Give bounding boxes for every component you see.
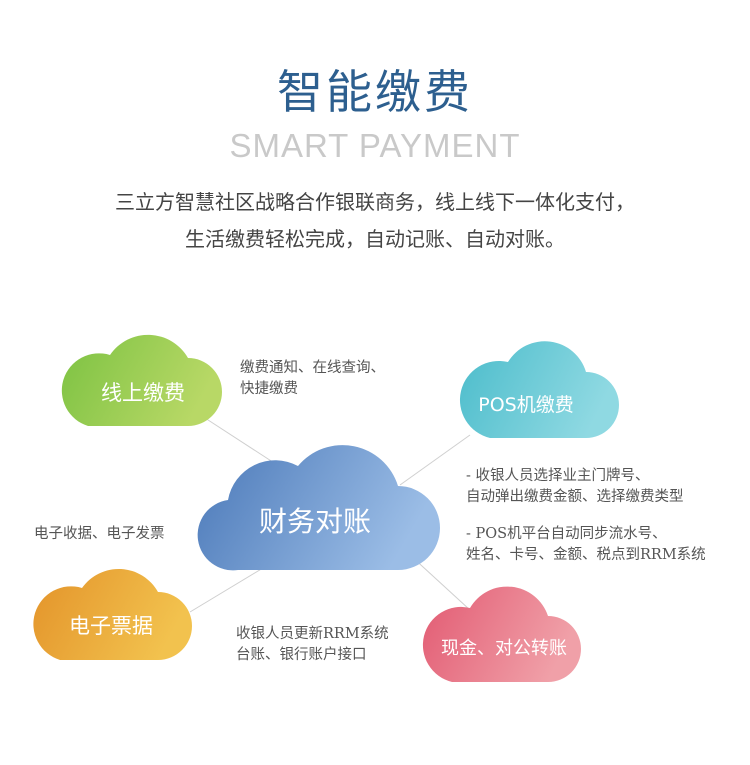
note-online: 缴费通知、在线查询、 快捷缴费 [240,358,385,400]
note-pos-item-1: - 收银人员选择业主门牌号、 自动弹出缴费金额、选择缴费类型 [466,466,684,508]
note-cash: 收银人员更新RRM系统 台账、银行账户接口 [236,624,389,666]
cloud-invoice: 电子票据 [33,568,193,660]
page-subtitle: SMART PAYMENT [229,127,521,164]
note-pos-item-2-line-1: - POS机平台自动同步流水号、 [466,526,667,542]
note-invoice: 电子收据、电子发票 [34,524,165,545]
connector-pos [399,434,471,486]
cloud-cash-shape [422,586,581,682]
note-cash-line-1: 收银人员更新RRM系统 [236,626,389,642]
cloud-pos: POS机缴费 [459,341,619,438]
cloud-online: 线上缴费 [61,334,223,426]
cloud-center-shape [197,445,440,571]
cloud-pos-shape [459,341,619,438]
note-online-line-2: 快捷缴费 [240,381,298,397]
cloud-cash-label: 现金、对公转账 [441,638,567,659]
cloud-center-label: 财务对账 [259,505,371,538]
connector-cash [409,554,471,611]
connector-invoice [189,564,269,613]
cloud-cash: 现金、对公转账 [422,586,581,682]
cloud-online-shape [61,334,223,426]
description-line-2: 生活缴费轻松完成，自动记账、自动对账。 [185,227,565,251]
connector-lines [189,417,471,613]
description-line-1: 三立方智慧社区战略合作银联商务，线上线下一体化支付， [115,190,635,214]
note-invoice-line-1: 电子收据、电子发票 [34,526,165,542]
cloud-invoice-shape [33,568,193,660]
note-pos-item-1-line-1: - 收银人员选择业主门牌号、 [466,468,650,484]
cloud-online-label: 线上缴费 [101,381,185,405]
note-pos-item-2-line-2: 姓名、卡号、金额、税点到RRM系统 [466,547,706,563]
cloud-invoice-label: 电子票据 [69,614,153,638]
cloud-pos-label: POS机缴费 [478,394,573,416]
note-online-line-1: 缴费通知、在线查询、 [240,360,385,376]
page-title: 智能缴费 [277,65,473,119]
note-pos-item-1-line-2: 自动弹出缴费金额、选择缴费类型 [466,489,684,505]
connector-online [204,417,283,469]
note-pos-item-2: - POS机平台自动同步流水号、 姓名、卡号、金额、税点到RRM系统 [466,524,706,566]
cloud-center: 财务对账 [197,445,440,571]
note-cash-line-2: 台账、银行账户接口 [236,647,367,663]
